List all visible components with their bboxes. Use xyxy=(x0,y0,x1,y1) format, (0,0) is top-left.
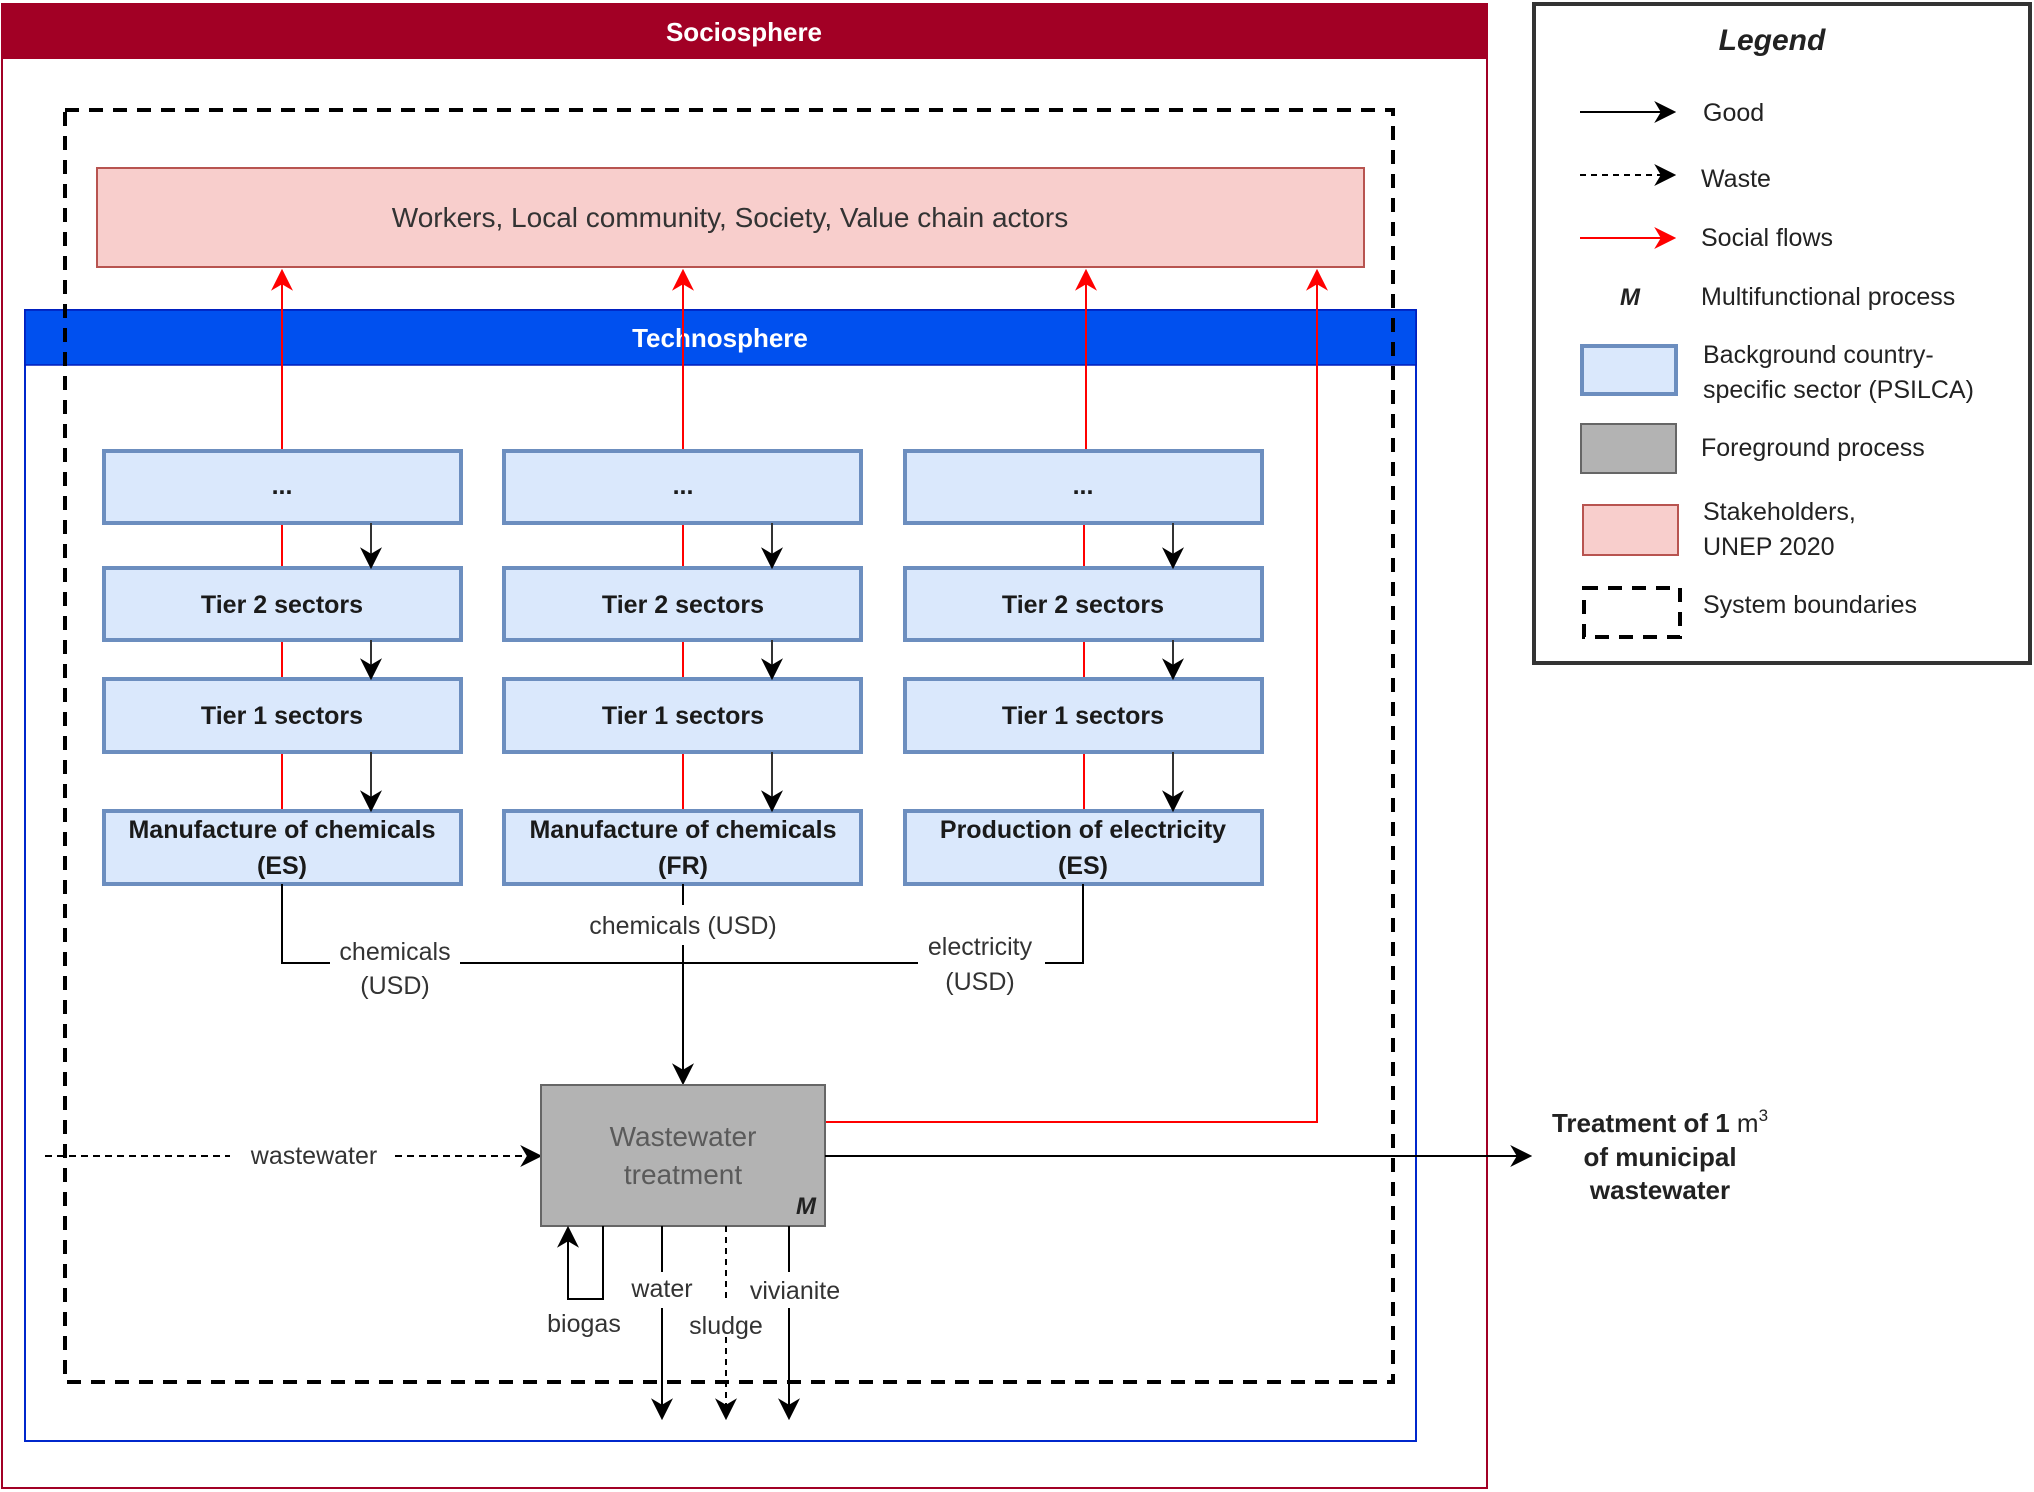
legend-foreground-process-icon xyxy=(1580,423,1677,474)
sector-box-upstream-label: ... xyxy=(272,472,293,500)
wastewater-treatment-label-2: treatment xyxy=(624,1159,742,1190)
water-label: water xyxy=(630,1275,692,1303)
legend-multifunctional-icon: M xyxy=(1620,284,1641,311)
legend-foreground-process-label: Foreground process xyxy=(1701,434,1925,462)
legend-social-flows-label: Social flows xyxy=(1701,224,1833,252)
technosphere-title: Technosphere xyxy=(632,323,808,353)
legend-system-boundaries-icon xyxy=(1582,586,1682,639)
electricity-label-1: electricity xyxy=(928,933,1033,961)
fu-text-pre: Treatment of xyxy=(1552,1108,1715,1138)
legend-good-label: Good xyxy=(1703,99,1764,127)
sector-box-tier2-label: Tier 2 sectors xyxy=(1002,591,1164,619)
stakeholders-label: Workers, Local community, Society, Value… xyxy=(392,202,1068,233)
sector-box-main-label-2: (ES) xyxy=(257,852,307,880)
legend-system-boundaries-label: System boundaries xyxy=(1703,591,1917,619)
legend-stakeholders-icon xyxy=(1582,504,1679,556)
sludge-label: sludge xyxy=(689,1312,763,1340)
functional-unit-label-3: wastewater xyxy=(1589,1175,1730,1205)
functional-unit-output: Treatment of 1 m3 of municipal wastewate… xyxy=(825,1106,1768,1205)
wastewater-treatment-box xyxy=(540,1084,826,1227)
sector-box-main xyxy=(102,809,463,886)
stakeholders-box: Workers, Local community, Society, Value… xyxy=(96,167,1365,268)
electricity-label-2: (USD) xyxy=(945,968,1014,996)
functional-unit-label-2: of municipal xyxy=(1583,1142,1736,1172)
sector-box-main-label-2: (ES) xyxy=(1058,852,1108,880)
legend: Legend Good Waste Social flows M Multifu… xyxy=(1532,2,2032,665)
sector-box-main-label-1: Manufacture of chemicals xyxy=(529,816,836,844)
legend-waste-label: Waste xyxy=(1701,165,1771,193)
stakeholders-rect xyxy=(96,167,1365,268)
sector-column-1: ... Tier 2 sectors Tier 1 sectors Manufa… xyxy=(102,449,463,886)
legend-multifunctional-label: Multifunctional process xyxy=(1701,283,1955,311)
biogas-label: biogas xyxy=(547,1310,621,1338)
sector-box-upstream-label: ... xyxy=(673,472,694,500)
fu-text-amount: 1 xyxy=(1715,1108,1729,1138)
sector-box-upstream xyxy=(502,449,863,525)
biogas-loop xyxy=(557,1225,604,1300)
chemicals-fr-label: chemicals (USD) xyxy=(589,912,777,940)
sector-box-tier1-label: Tier 1 sectors xyxy=(602,702,764,730)
sector-box-tier2 xyxy=(102,566,463,642)
sociosphere-header xyxy=(2,4,1487,59)
legend-stakeholders-label-2: UNEP 2020 xyxy=(1703,533,1835,561)
sector-column-3: ... Tier 2 sectors Tier 1 sectors Produc… xyxy=(903,449,1264,886)
sector-box-upstream-label: ... xyxy=(1073,472,1094,500)
sector-box-tier1 xyxy=(903,677,1264,754)
foreground-process: Wastewater treatment M xyxy=(540,1084,826,1227)
technosphere-header xyxy=(24,309,1417,366)
chemicals-es-label-2: (USD) xyxy=(360,972,429,1000)
technosphere-container: Technosphere xyxy=(24,309,1417,1442)
fu-text-unit: m xyxy=(1730,1108,1759,1138)
sector-box-tier1 xyxy=(102,677,463,754)
sector-box-tier2 xyxy=(502,566,863,642)
sector-box-upstream xyxy=(903,449,1264,525)
sector-box-main-label-2: (FR) xyxy=(658,852,708,880)
legend-border xyxy=(1532,2,2032,665)
sector-box-tier1-label: Tier 1 sectors xyxy=(1002,702,1164,730)
sector-box-upstream xyxy=(102,449,463,525)
sector-box-main xyxy=(903,809,1264,886)
system-boundary xyxy=(63,108,1395,1384)
functional-unit-label-1: Treatment of 1 m3 xyxy=(1552,1106,1768,1138)
sector-column-2: ... Tier 2 sectors Tier 1 sectors Manufa… xyxy=(502,449,863,886)
sociosphere-title: Sociosphere xyxy=(666,17,822,47)
wastewater-treatment-label-1: Wastewater xyxy=(610,1121,757,1152)
sector-box-tier1 xyxy=(502,677,863,754)
input-connectors: chemicals (USD) chemicals (USD) electric… xyxy=(281,884,1084,1086)
social-flow-foreground xyxy=(825,268,1328,1123)
chemicals-es-label-1: chemicals xyxy=(339,938,450,966)
legend-background-sector-icon xyxy=(1580,344,1678,396)
foreground-outputs: biogas water sludge vivianite xyxy=(547,1225,840,1421)
vivianite-label: vivianite xyxy=(750,1277,840,1305)
sector-box-tier2-label: Tier 2 sectors xyxy=(201,591,363,619)
sector-box-main-label-1: Manufacture of chemicals xyxy=(128,816,435,844)
sector-box-tier2 xyxy=(903,566,1264,642)
wastewater-label: wastewater xyxy=(250,1142,377,1170)
sector-box-main-label-1: Production of electricity xyxy=(940,816,1226,844)
sector-box-tier2-label: Tier 2 sectors xyxy=(602,591,764,619)
fu-text-sup: 3 xyxy=(1759,1106,1768,1125)
sector-box-tier1-label: Tier 1 sectors xyxy=(201,702,363,730)
multifunctional-marker: M xyxy=(796,1193,817,1220)
legend-title: Legend xyxy=(1719,24,1826,57)
legend-background-sector-label-1: Background country- xyxy=(1703,341,1934,369)
legend-background-sector-label-2: specific sector (PSILCA) xyxy=(1703,376,1974,404)
chemicals-es-connector xyxy=(281,884,330,964)
legend-stakeholders-label-1: Stakeholders, xyxy=(1703,498,1856,526)
wastewater-input: wastewater xyxy=(45,1142,543,1170)
electricity-connector xyxy=(1045,884,1084,964)
